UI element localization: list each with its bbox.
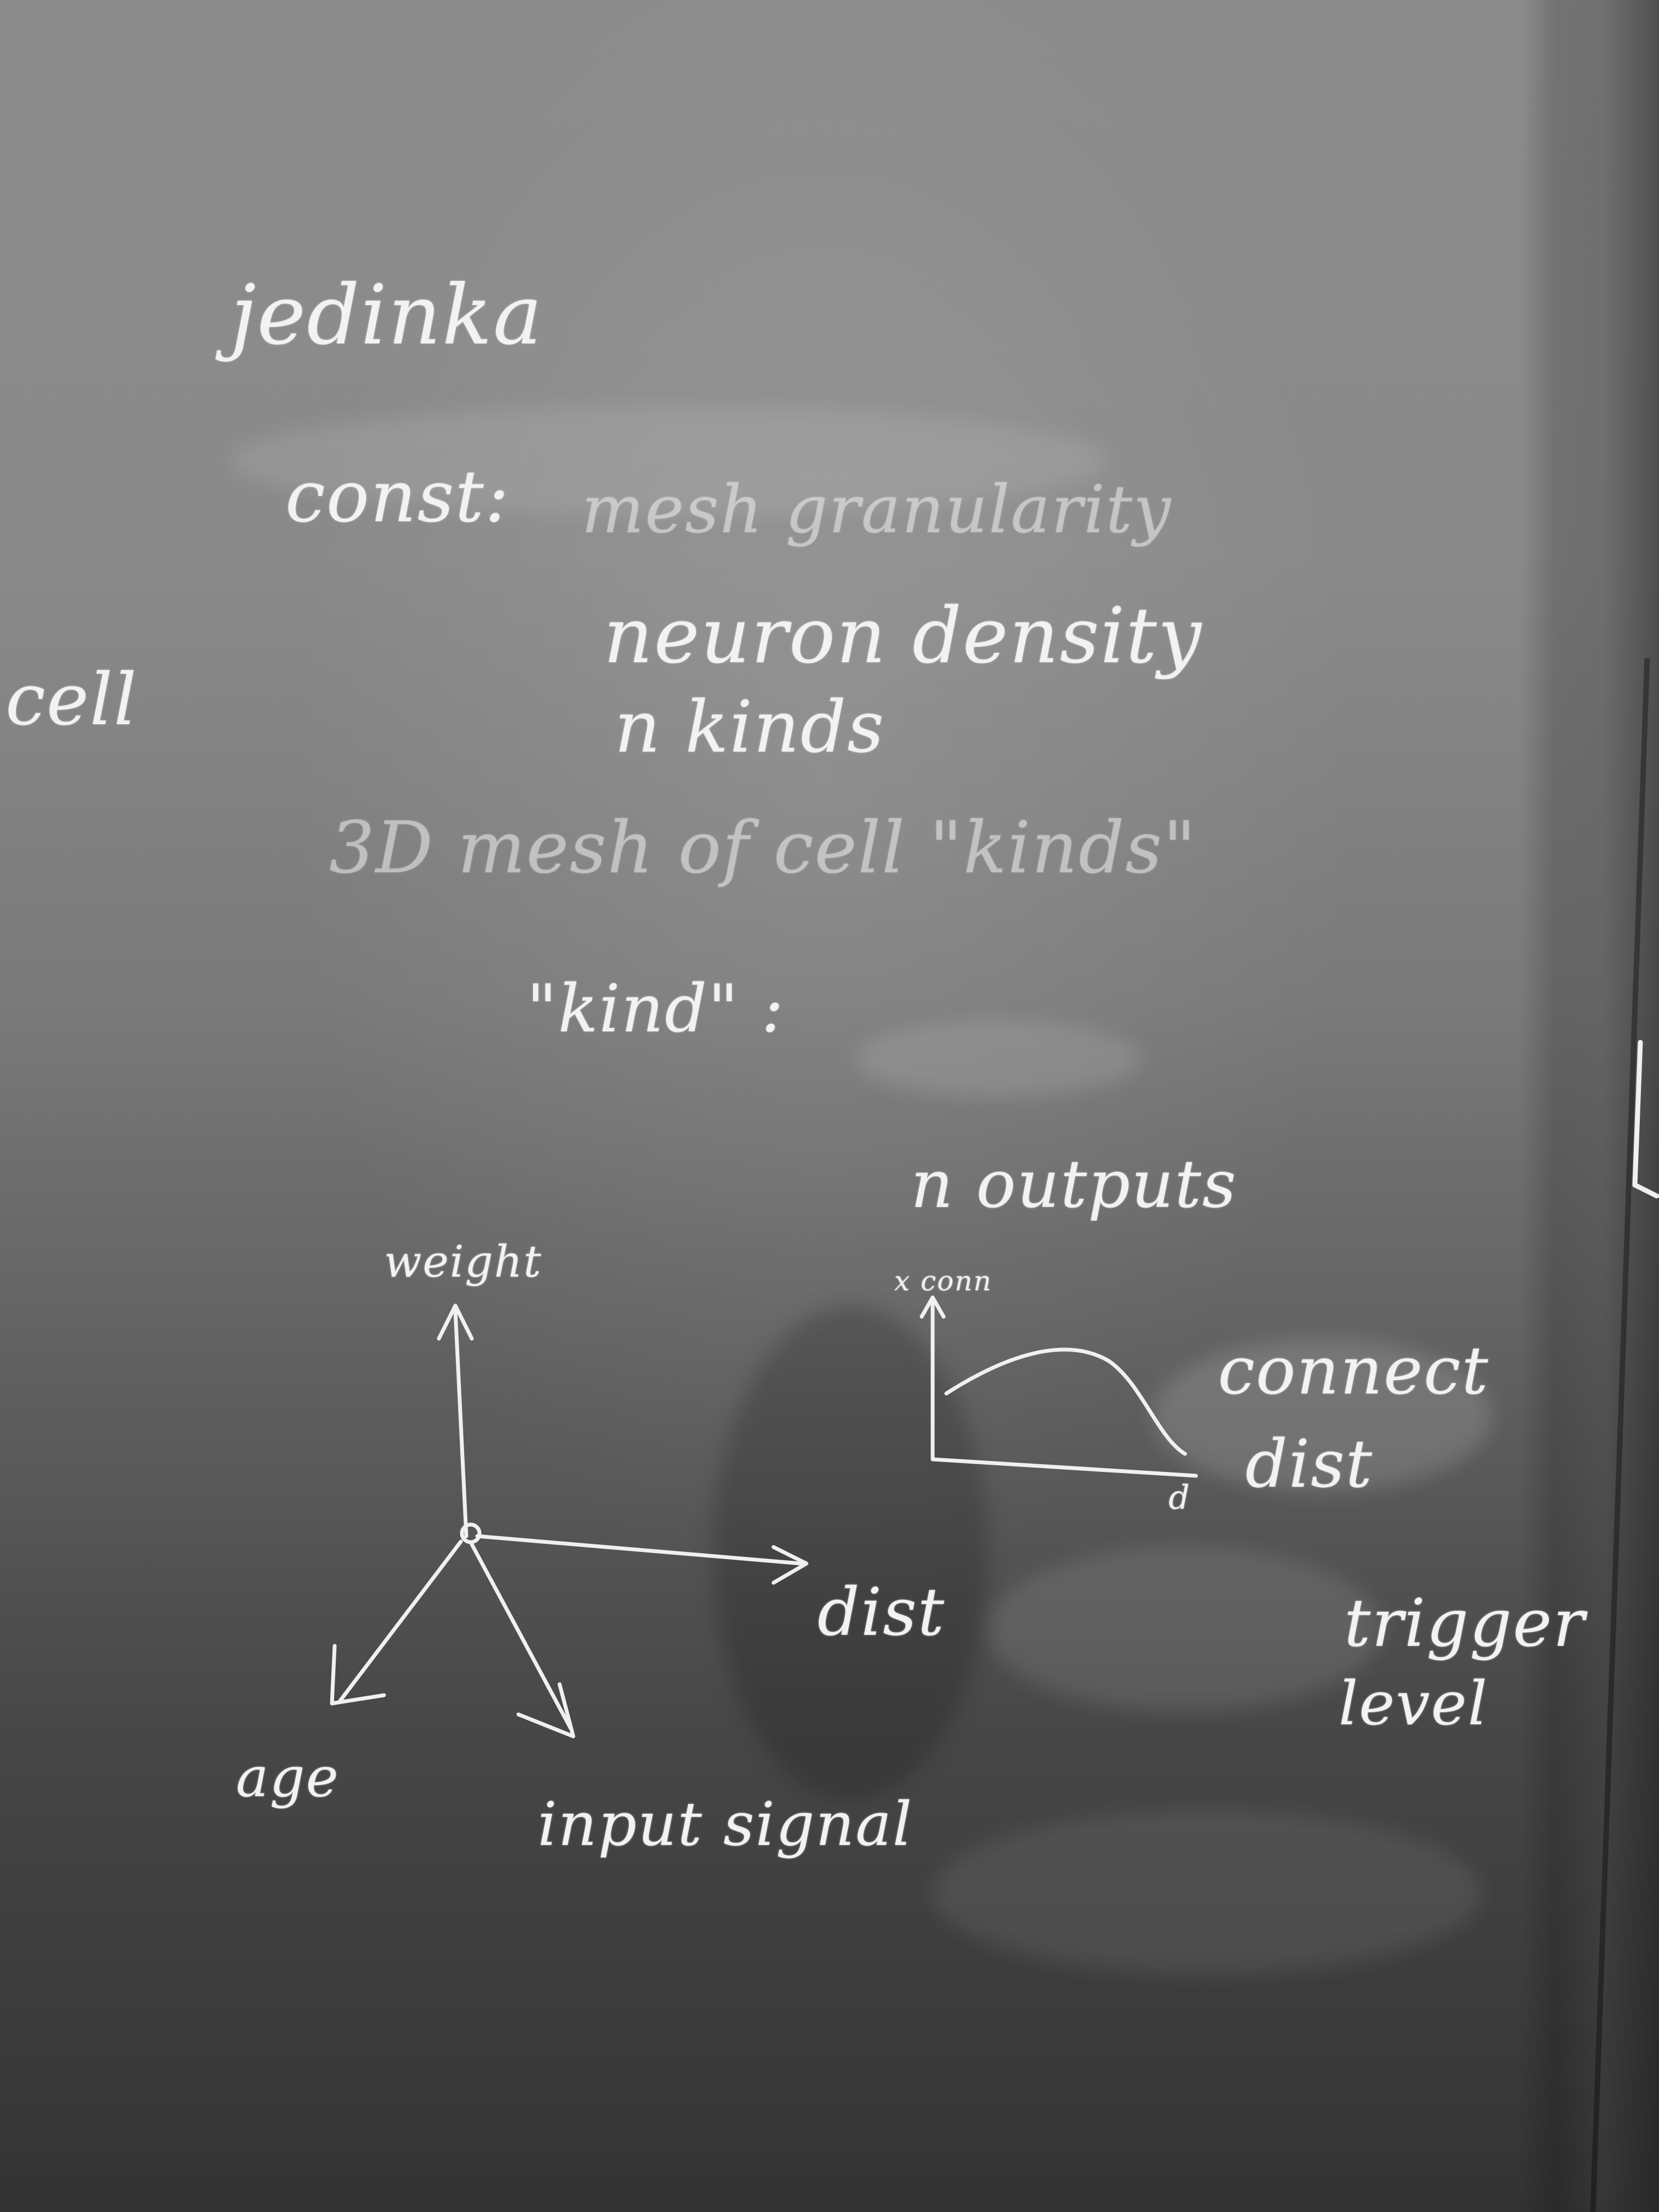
kind-label: "kind" : (527, 971, 785, 1047)
erased-smudge (933, 1810, 1481, 1975)
trigger-label-line2: level (1339, 1668, 1488, 1739)
axis-left-label: age (236, 1745, 340, 1809)
axis-left-arrowhead (330, 1644, 386, 1706)
curve-x-label: d (1169, 1479, 1191, 1517)
const-item-mesh-granularity: mesh granularity (582, 472, 1172, 548)
cabinet-edge-mark (1632, 1040, 1659, 1199)
axis-down-arrowhead (516, 1682, 575, 1739)
axis-right-label: dist (817, 1575, 945, 1651)
axis-down-line (470, 1542, 573, 1730)
axis-up-label: weight (384, 1236, 543, 1287)
curve-y-label: x conn (894, 1265, 992, 1297)
mesh-description: 3D mesh of cell "kinds" (329, 806, 1197, 889)
erased-smudge (1152, 1339, 1492, 1492)
curve-x-axis (930, 1457, 1198, 1478)
axes-origin (460, 1522, 482, 1544)
connect-label: connect (1218, 1333, 1489, 1409)
axis-left-line (338, 1539, 463, 1703)
const-label: const: (285, 455, 510, 538)
connect-dist-label: dist (1245, 1426, 1373, 1503)
const-item-neuron-density: neuron density (603, 591, 1203, 681)
erased-smudge (988, 1547, 1383, 1712)
axis-right-arrowhead (771, 1545, 809, 1585)
axis-down-label: input signal (538, 1789, 913, 1859)
title-text: jedinka (230, 268, 544, 363)
erased-smudge (856, 1020, 1141, 1097)
const-item-n-kinds: n kinds (614, 685, 885, 769)
erased-smudge (230, 406, 1108, 516)
axis-up-line (453, 1309, 469, 1538)
erased-smudge (713, 1306, 988, 1799)
trigger-label-line1: trigger (1344, 1585, 1585, 1662)
side-label-cell: cell (5, 658, 138, 741)
curve-y-arrowhead (919, 1295, 946, 1319)
outputs-label: n outputs (911, 1147, 1238, 1223)
axis-up-arrowhead (437, 1304, 474, 1341)
connect-curve (944, 1347, 1187, 1456)
axis-right-line (475, 1534, 803, 1566)
